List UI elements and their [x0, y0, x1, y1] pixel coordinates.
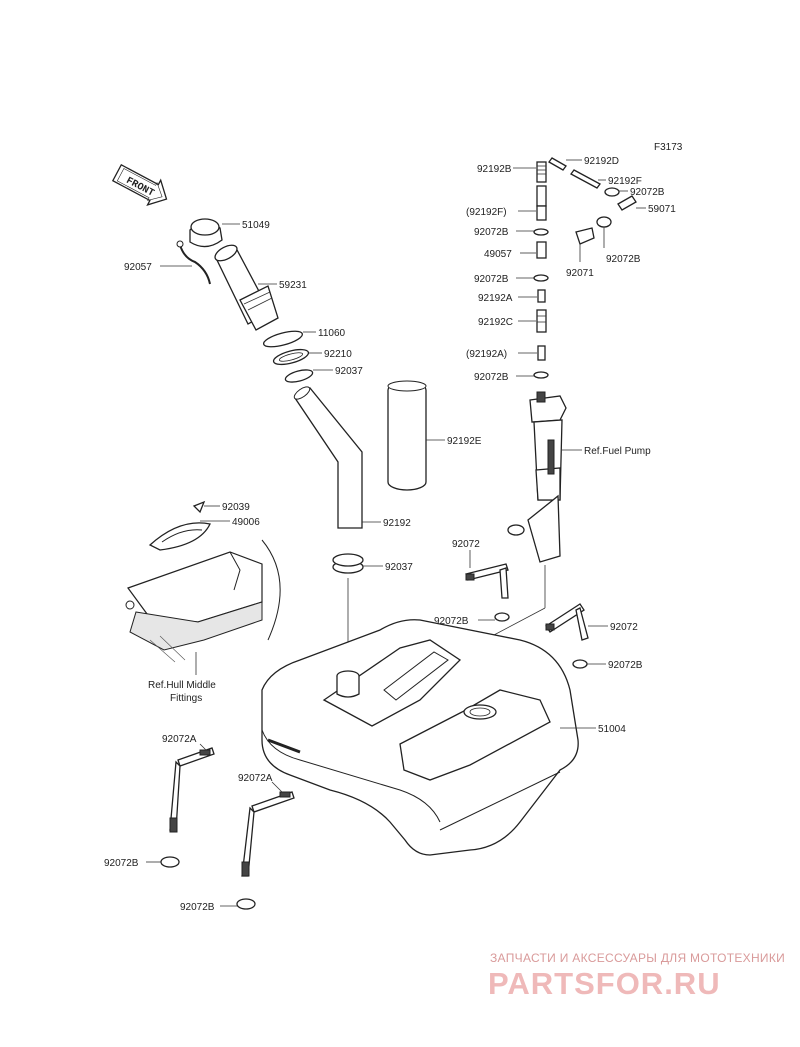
part-label-11060: 11060: [318, 328, 346, 339]
part-label-49057: 49057: [484, 249, 512, 260]
strap-92072-right: [545, 603, 589, 641]
ref-hull-label-line2: Fittings: [170, 693, 202, 704]
fuel-tank: [261, 619, 579, 856]
fuel-pump: [507, 391, 567, 563]
part-label-51049: 51049: [242, 220, 270, 231]
pump-hose-stack: [533, 157, 637, 379]
part-label-51004: 51004: [598, 724, 626, 735]
part-label-92072B-lowerleft1: 92072B: [104, 858, 139, 869]
part-label-92072B-right1: 92072B: [630, 187, 665, 198]
part-label-92072B-right: 92072B: [608, 660, 643, 671]
part-label-92072-a: 92072: [452, 539, 480, 550]
part-label-59071: 59071: [648, 204, 676, 215]
part-label-92072B-left3: 92072B: [474, 372, 509, 383]
part-label-92192C: 92192C: [478, 317, 513, 328]
part-label-92192A-paren: (92192A): [466, 349, 507, 360]
strap-92072A-right: [241, 791, 295, 877]
part-label-92192E: 92192E: [447, 436, 482, 447]
ref-fuel-pump-label: Ref.Fuel Pump: [584, 446, 651, 457]
part-label-92072B-right2: 92072B: [606, 254, 641, 265]
part-label-92072B-lowerleft2: 92072B: [180, 902, 215, 913]
hull-middle-fittings: [125, 539, 281, 663]
part-label-92037-upper: 92037: [335, 366, 363, 377]
filler-neck: [214, 244, 279, 331]
part-label-92192F-paren: (92192F): [466, 207, 507, 218]
ref-hull-label-line1: Ref.Hull Middle: [148, 680, 216, 691]
part-label-92072A-1: 92072A: [162, 734, 197, 745]
part-label-92071: 92071: [566, 268, 594, 279]
part-label-92192F: 92192F: [608, 176, 642, 187]
part-label-49006: 49006: [232, 517, 260, 528]
part-label-92192: 92192: [383, 518, 411, 529]
filler-cap: [189, 218, 240, 248]
part-label-92072A-2: 92072A: [238, 773, 273, 784]
watermark-logo: PARTSFOR.RU: [488, 966, 721, 1001]
part-label-92057: 92057: [124, 262, 152, 273]
part-label-92192D: 92192D: [584, 156, 619, 167]
part-label-92210: 92210: [324, 349, 352, 360]
part-label-92072B-mid: 92072B: [434, 616, 469, 627]
part-label-92192A: 92192A: [478, 293, 513, 304]
part-label-92072-b: 92072: [610, 622, 638, 633]
strap-92072A-left: [169, 747, 215, 833]
strap-92072-left: [465, 563, 509, 599]
part-label-92072B-left1: 92072B: [474, 227, 509, 238]
part-label-92037-lower: 92037: [385, 562, 413, 573]
watermark-tagline: ЗАПЧАСТИ И АКСЕССУАРЫ ДЛЯ МОТОТЕХНИКИ: [490, 951, 786, 965]
part-label-92039: 92039: [222, 502, 250, 513]
part-label-59231: 59231: [279, 280, 307, 291]
part-label-92192B-top: 92192B: [477, 164, 512, 175]
front-arrow-icon: FRONT: [111, 163, 168, 206]
part-label-92072B-left2: 92072B: [474, 274, 509, 285]
diagram-code: F3173: [654, 142, 683, 153]
